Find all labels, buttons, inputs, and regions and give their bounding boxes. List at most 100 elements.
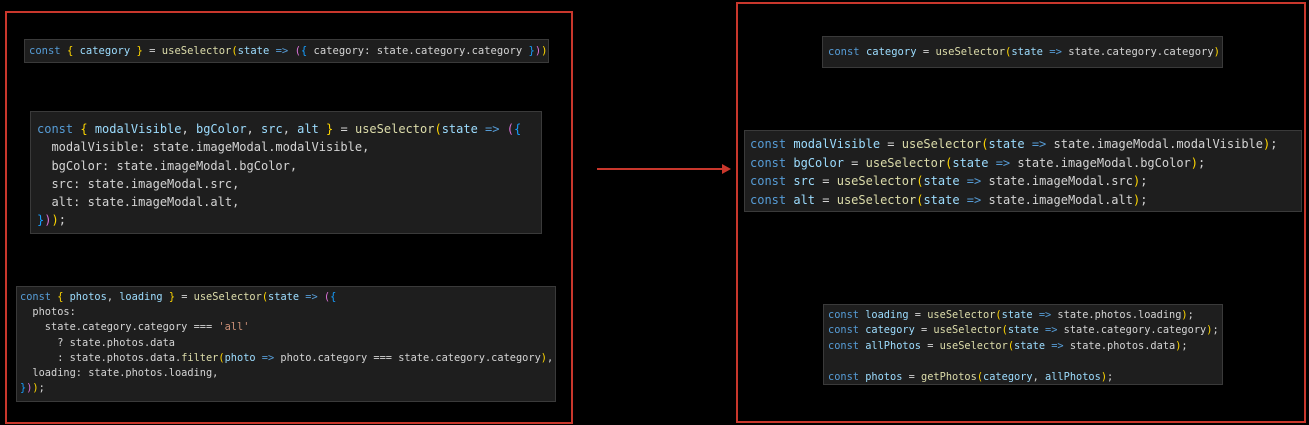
code-token: useSelector [935, 46, 1006, 58]
code-line: const { modalVisible, bgColor, src, alt … [37, 120, 541, 138]
code-token: useSelector [161, 45, 232, 57]
code-token: allPhotos [865, 339, 921, 352]
code-token: ( [317, 291, 331, 303]
code-line: const alt = useSelector(state => state.i… [750, 191, 1301, 210]
code-token: = [908, 309, 928, 321]
code-line: photos: [20, 305, 555, 320]
code-line: })); [37, 211, 541, 229]
code-token: ) [1190, 155, 1199, 170]
code-token: ( [1005, 46, 1012, 58]
code-token: category [983, 370, 1033, 383]
code-token: { [330, 291, 337, 303]
code-token: loading [119, 291, 163, 303]
code-token: ( [976, 370, 984, 383]
before-category-snippet: const { category } = useSelector(state =… [24, 39, 549, 63]
code-token: ) [1100, 370, 1108, 383]
code-token: state.imageModal.bgColor [1010, 155, 1191, 170]
code-token: } [20, 382, 27, 395]
code-token: ) [44, 213, 52, 228]
code-token: useSelector [354, 122, 435, 136]
code-token: category: state.category.category [307, 45, 529, 57]
code-token: useSelector [193, 291, 262, 303]
code-token: { [80, 122, 95, 136]
code-token: => [269, 45, 289, 57]
code-token: ; [1140, 192, 1148, 207]
code-token: loading: state.photos.loading, [20, 367, 219, 380]
code-token: ( [945, 155, 953, 170]
code-token: } [130, 45, 143, 57]
code-token: ) [1206, 324, 1213, 337]
code-token: const [828, 46, 866, 58]
code-line: const allPhotos = useSelector(state => s… [828, 339, 1222, 354]
after-category-snippet: const category = useSelector(state => st… [822, 36, 1223, 68]
code-token: useSelector [939, 339, 1008, 352]
code-token: = [880, 137, 902, 151]
code-token: ( [434, 122, 442, 136]
code-token: => [477, 122, 500, 136]
code-token: ) [1213, 46, 1220, 58]
code-token: ( [995, 309, 1002, 321]
code-line: bgColor: state.imageModal.bgColor, [37, 157, 541, 175]
code-token: getPhotos [921, 370, 977, 383]
code-token: 'all' [218, 321, 250, 334]
code-token: src: state.imageModal.src, [37, 176, 240, 191]
code-token: => [1024, 137, 1047, 151]
code-token: state [268, 291, 300, 303]
code-token: ( [981, 137, 989, 151]
code-token: state.imageModal.alt [981, 192, 1133, 207]
code-token: modalVisible [94, 122, 182, 136]
code-token: ; [1220, 46, 1222, 58]
code-token: ( [1007, 339, 1015, 352]
code-token: bgColor [195, 122, 247, 136]
code-token: ) [1181, 309, 1188, 321]
code-token: const [828, 309, 866, 321]
code-token: ; [1270, 137, 1278, 151]
code-token: { [66, 45, 80, 57]
code-line: src: state.imageModal.src, [37, 175, 541, 193]
code-token: = [921, 339, 940, 352]
code-token: category [865, 324, 915, 337]
before-photos-snippet: const { photos, loading } = useSelector(… [16, 286, 556, 402]
code-token: } [528, 45, 535, 57]
code-token: category [865, 46, 917, 58]
code-line: : state.photos.data.filter(photo => phot… [20, 351, 555, 366]
code-token: ) [26, 382, 33, 395]
code-token: useSelector [927, 309, 996, 321]
code-token: ; [1187, 309, 1194, 321]
code-token: const [750, 174, 794, 188]
code-token: useSelector [865, 155, 946, 170]
code-line: const category = useSelector(state => st… [828, 323, 1222, 338]
code-line: ? state.photos.data [20, 336, 555, 351]
code-token: => [959, 174, 982, 188]
code-line: const photos = getPhotos(category, allPh… [828, 370, 1222, 384]
code-token: = [175, 291, 194, 303]
code-token: ; [58, 213, 66, 228]
code-token: state [1011, 46, 1043, 58]
code-token: loading [865, 309, 909, 321]
code-token: alt: state.imageModal.alt, [37, 195, 240, 210]
code-token: ) [1132, 192, 1141, 207]
code-token: => [959, 192, 982, 207]
code-token: useSelector [836, 192, 917, 207]
code-token: = [815, 174, 837, 188]
code-line: alt: state.imageModal.alt, [37, 193, 541, 211]
code-token: { [513, 122, 522, 136]
code-token: photos [69, 291, 107, 303]
code-token: state.category.category [1057, 324, 1207, 337]
code-token: photo [224, 351, 256, 364]
code-token: => [1038, 324, 1058, 337]
code-token: } [37, 213, 45, 228]
code-token: => [255, 351, 275, 364]
code-token: const [828, 324, 866, 337]
code-token: ) [1263, 137, 1271, 151]
code-token: , [1032, 370, 1046, 383]
code-token: ) [32, 382, 39, 395]
code-token: , [282, 122, 298, 136]
code-token: const [20, 291, 58, 303]
code-token: const [37, 122, 81, 136]
code-token: state.category.category [1061, 46, 1214, 58]
code-token: ; [1181, 339, 1188, 352]
code-token: ; [1198, 155, 1206, 170]
code-token: ) [51, 213, 59, 228]
code-token: state [988, 137, 1025, 151]
